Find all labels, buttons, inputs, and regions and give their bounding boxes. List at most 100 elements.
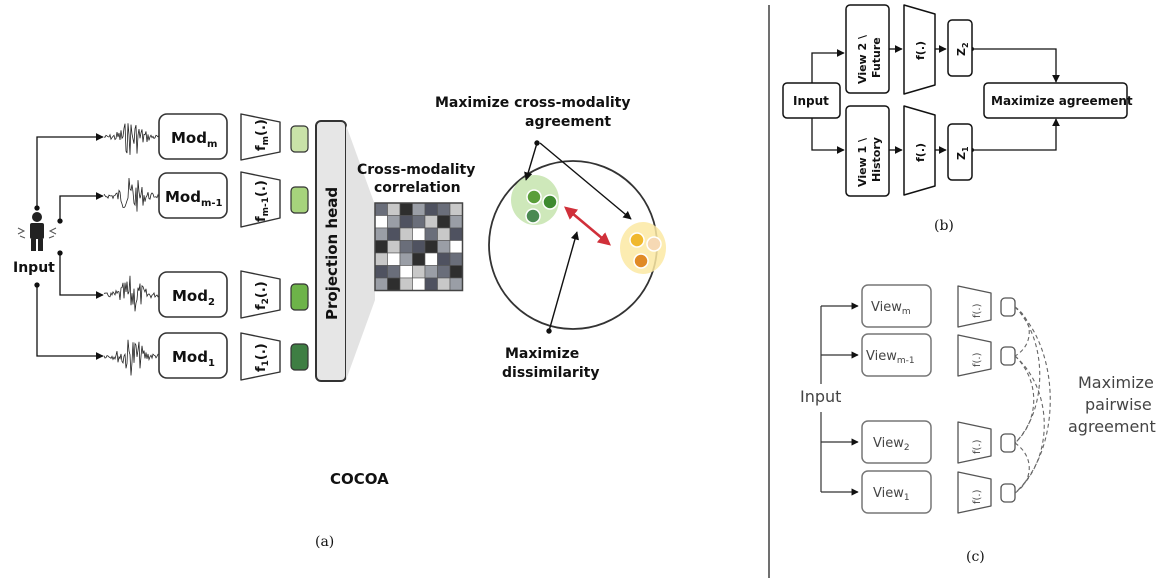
matrix-cell xyxy=(437,215,451,229)
matrix-cell xyxy=(449,277,463,291)
matrix-cell xyxy=(437,277,451,291)
encoder-2: f2(.) xyxy=(240,270,281,319)
projection-head-label: Projection head xyxy=(323,187,341,320)
z1-to-agreement-arrow xyxy=(972,118,1060,151)
view-box-2: View2 xyxy=(861,420,932,464)
view1-line1: View 1 \ xyxy=(856,137,869,187)
encoder-bottom: f(.) xyxy=(903,105,936,196)
encoder-label: f(.) xyxy=(972,489,983,504)
matrix-cell xyxy=(437,240,451,254)
signal-waveform xyxy=(103,275,160,312)
matrix-cell xyxy=(387,265,401,279)
encoder-label: f xyxy=(254,216,269,222)
matrix-cell xyxy=(449,215,463,229)
z2-box: Z2 xyxy=(947,19,973,77)
matrix-cell xyxy=(399,202,413,216)
encoder-m: fm(.) xyxy=(240,113,281,161)
view-box-m: Viewm xyxy=(861,284,932,328)
svg-text:Viewm: Viewm xyxy=(871,300,911,317)
modality-box-m-1: Modm-1 xyxy=(158,172,228,219)
matrix-frame xyxy=(374,202,464,292)
matrix-cell xyxy=(374,202,388,216)
input-label: Input xyxy=(13,260,55,276)
caption-c: (c) xyxy=(966,549,985,565)
embedding-2 xyxy=(290,283,309,311)
encoder-top: f(.) xyxy=(903,4,936,95)
encoder-subscript: 1 xyxy=(261,360,271,366)
embedding-m xyxy=(1000,297,1016,317)
maximize-dissimilarity-line2: dissimilarity xyxy=(502,365,599,381)
matrix-cell xyxy=(374,265,388,279)
embedding-1 xyxy=(1000,483,1016,503)
svg-text:Mod1: Mod1 xyxy=(172,348,215,369)
matrix-cell xyxy=(399,265,413,279)
matrix-cell xyxy=(449,265,463,279)
correlation-title-line1: Cross-modality xyxy=(357,162,475,178)
view-label: View xyxy=(871,300,902,315)
mod-subscript: m xyxy=(207,139,217,150)
orange-point xyxy=(646,236,662,252)
z1-subscript: 1 xyxy=(961,146,970,152)
matrix-cell xyxy=(424,252,438,266)
matrix-cell xyxy=(449,252,463,266)
matrix-cell xyxy=(449,240,463,254)
pairwise-dashed-links xyxy=(1014,306,1051,494)
matrix-cell xyxy=(374,277,388,291)
svg-text:Modm-1: Modm-1 xyxy=(165,188,223,209)
matrix-cell xyxy=(437,202,451,216)
maximize-agreement-line1: Maximize cross-modality xyxy=(435,95,631,111)
encoder-label: f(.) xyxy=(972,352,983,367)
matrix-cell xyxy=(399,215,413,229)
matrix-cell xyxy=(374,252,388,266)
matrix-cell xyxy=(412,202,426,216)
maximize-dissimilarity-line1: Maximize xyxy=(505,346,579,362)
encoder-m: f(.) xyxy=(957,285,992,328)
encoder-2: f(.) xyxy=(957,421,992,464)
matrix-cell xyxy=(424,240,438,254)
matrix-cell xyxy=(412,277,426,291)
green-point xyxy=(526,189,542,205)
panel-a: Input Modm Modm-1 Mod2 M xyxy=(13,95,666,550)
view-subscript: m xyxy=(902,307,911,317)
embedding-1 xyxy=(290,343,309,371)
embedding-2 xyxy=(1000,433,1016,453)
input-label: Input xyxy=(793,94,829,108)
agreement-arrows xyxy=(524,140,632,220)
embedding-m-1 xyxy=(1000,346,1016,366)
encoder-m-1: f(.) xyxy=(957,334,992,377)
svg-text:View2: View2 xyxy=(873,436,910,453)
matrix-cell xyxy=(437,265,451,279)
matrix-cell xyxy=(437,227,451,241)
view1-line2: History xyxy=(870,137,883,182)
svg-text:fm-1(.): fm-1(.) xyxy=(254,180,271,222)
projection-head: Projection head xyxy=(315,120,347,382)
view-label: View xyxy=(873,486,904,501)
svg-text:f2(.): f2(.) xyxy=(254,281,271,310)
matrix-cell xyxy=(374,215,388,229)
mod-label: Mod xyxy=(172,287,208,305)
matrix-cell xyxy=(424,202,438,216)
input-to-view2-arrow xyxy=(811,49,845,83)
matrix-cell xyxy=(399,277,413,291)
encoder-subscript: 2 xyxy=(261,298,271,304)
caption-a: (a) xyxy=(315,534,334,550)
embedding-m-1 xyxy=(290,186,309,214)
matrix-cell xyxy=(387,227,401,241)
matrix-cell xyxy=(374,227,388,241)
encoder-suffix: (.) xyxy=(254,119,269,136)
maximize-pairwise-line1: Maximize xyxy=(1078,373,1154,392)
projection-fan xyxy=(346,125,375,380)
matrix-cell xyxy=(387,202,401,216)
z2-subscript: 2 xyxy=(961,42,970,48)
encoder-suffix: (.) xyxy=(254,343,269,360)
signal-waveform xyxy=(103,339,160,376)
maximize-agreement-line2: agreement xyxy=(525,114,611,130)
dissimilarity-pointer xyxy=(546,231,579,334)
matrix-cell xyxy=(399,252,413,266)
view-subscript: m-1 xyxy=(897,356,915,366)
mod-subscript: 2 xyxy=(208,297,215,308)
svg-text:Z2: Z2 xyxy=(955,42,970,56)
input-to-view1-arrow xyxy=(811,118,845,154)
encoder-suffix: (.) xyxy=(254,281,269,298)
